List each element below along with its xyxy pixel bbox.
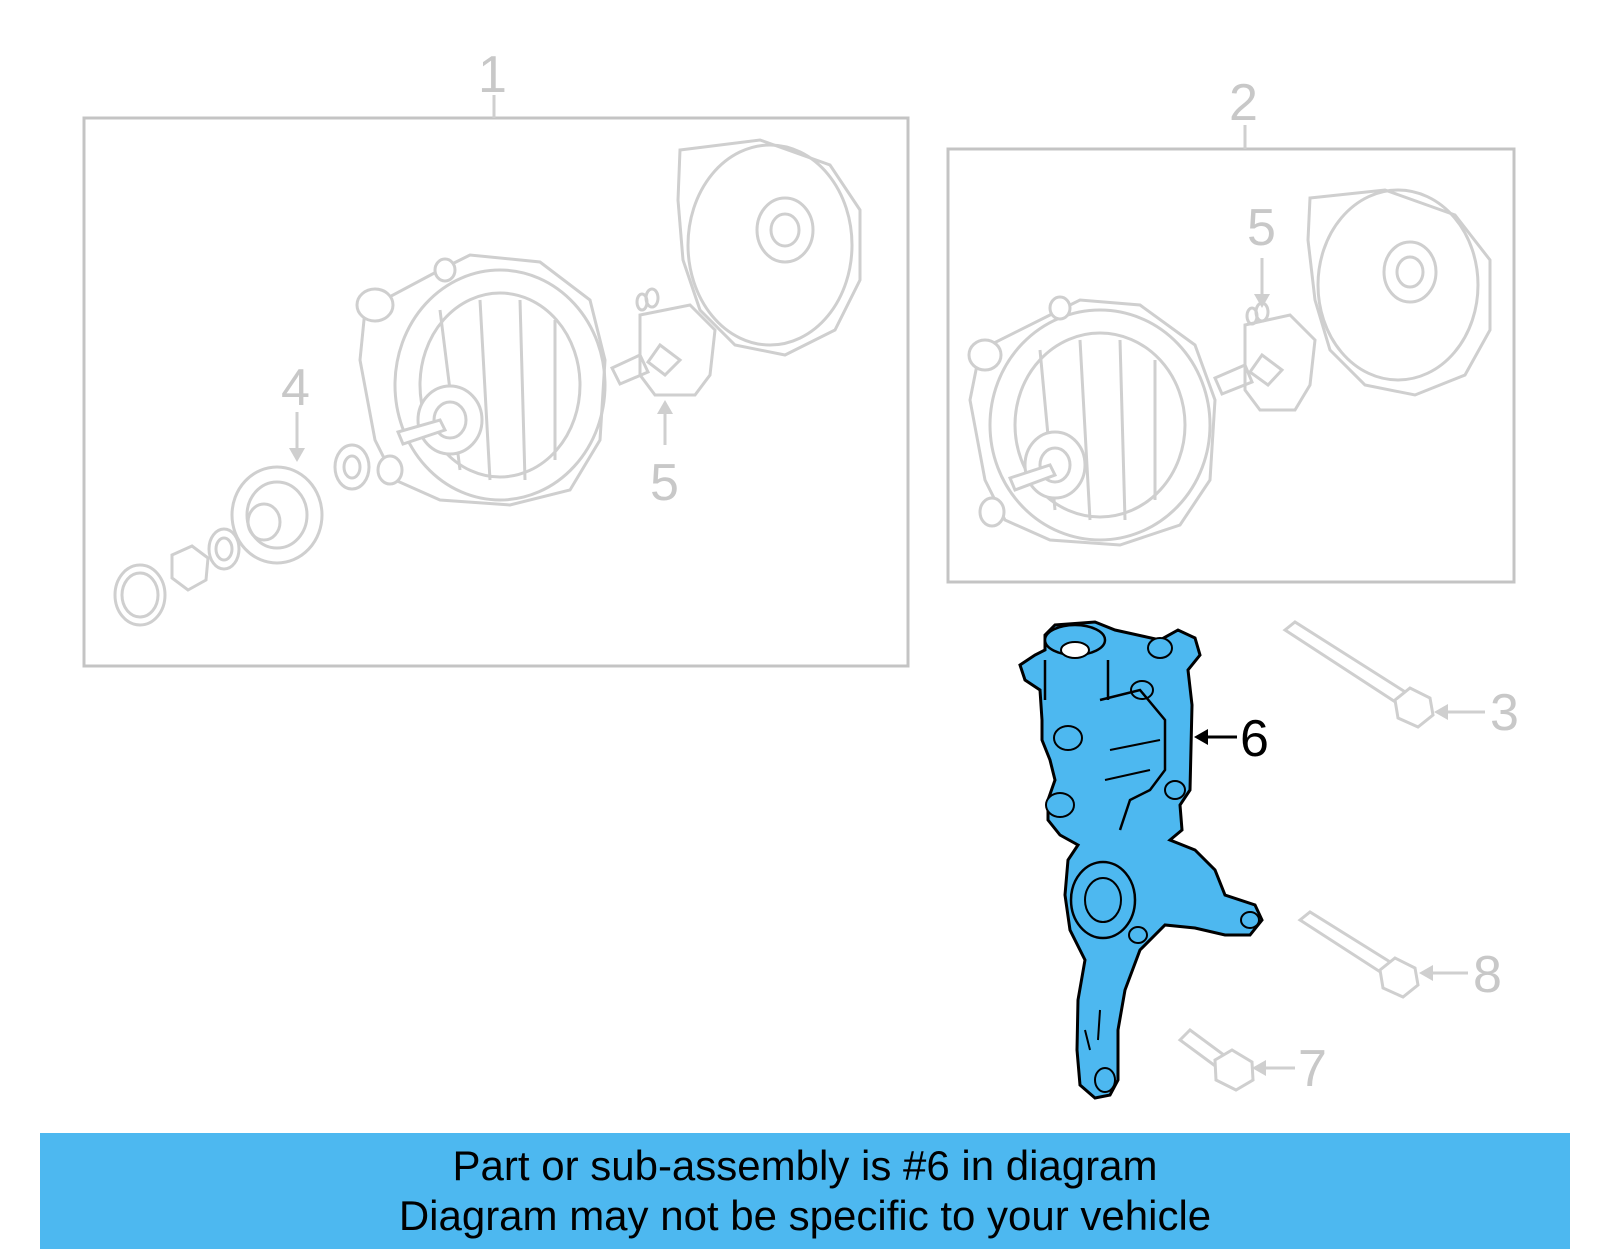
bolt-8-drawing [1297, 910, 1420, 999]
bolt-7-drawing [1177, 1028, 1255, 1092]
callout-8: 8 [1473, 946, 1502, 1004]
info-banner: Part or sub-assembly is #6 in diagram Di… [40, 1133, 1570, 1249]
assembly-box-2 [946, 147, 1516, 584]
bracket-part-6[interactable] [1018, 620, 1264, 1100]
bolt-3-drawing [1282, 620, 1435, 729]
alternator-drawing-2 [967, 188, 1492, 547]
callout-6: 6 [1240, 710, 1269, 768]
callout-3: 3 [1490, 684, 1519, 742]
callout-5-box2: 5 [1247, 199, 1276, 257]
assembly-box-1 [82, 116, 910, 668]
alternator-drawing-1 [113, 138, 862, 627]
callout-7: 7 [1298, 1040, 1327, 1098]
banner-line-2: Diagram may not be specific to your vehi… [398, 1192, 1212, 1239]
callout-2: 2 [1229, 74, 1258, 132]
callout-4: 4 [281, 359, 310, 417]
callout-5-box1: 5 [650, 454, 679, 512]
banner-line-1: Part or sub-assembly is #6 in diagram [452, 1142, 1158, 1189]
callout-1: 1 [478, 46, 507, 104]
